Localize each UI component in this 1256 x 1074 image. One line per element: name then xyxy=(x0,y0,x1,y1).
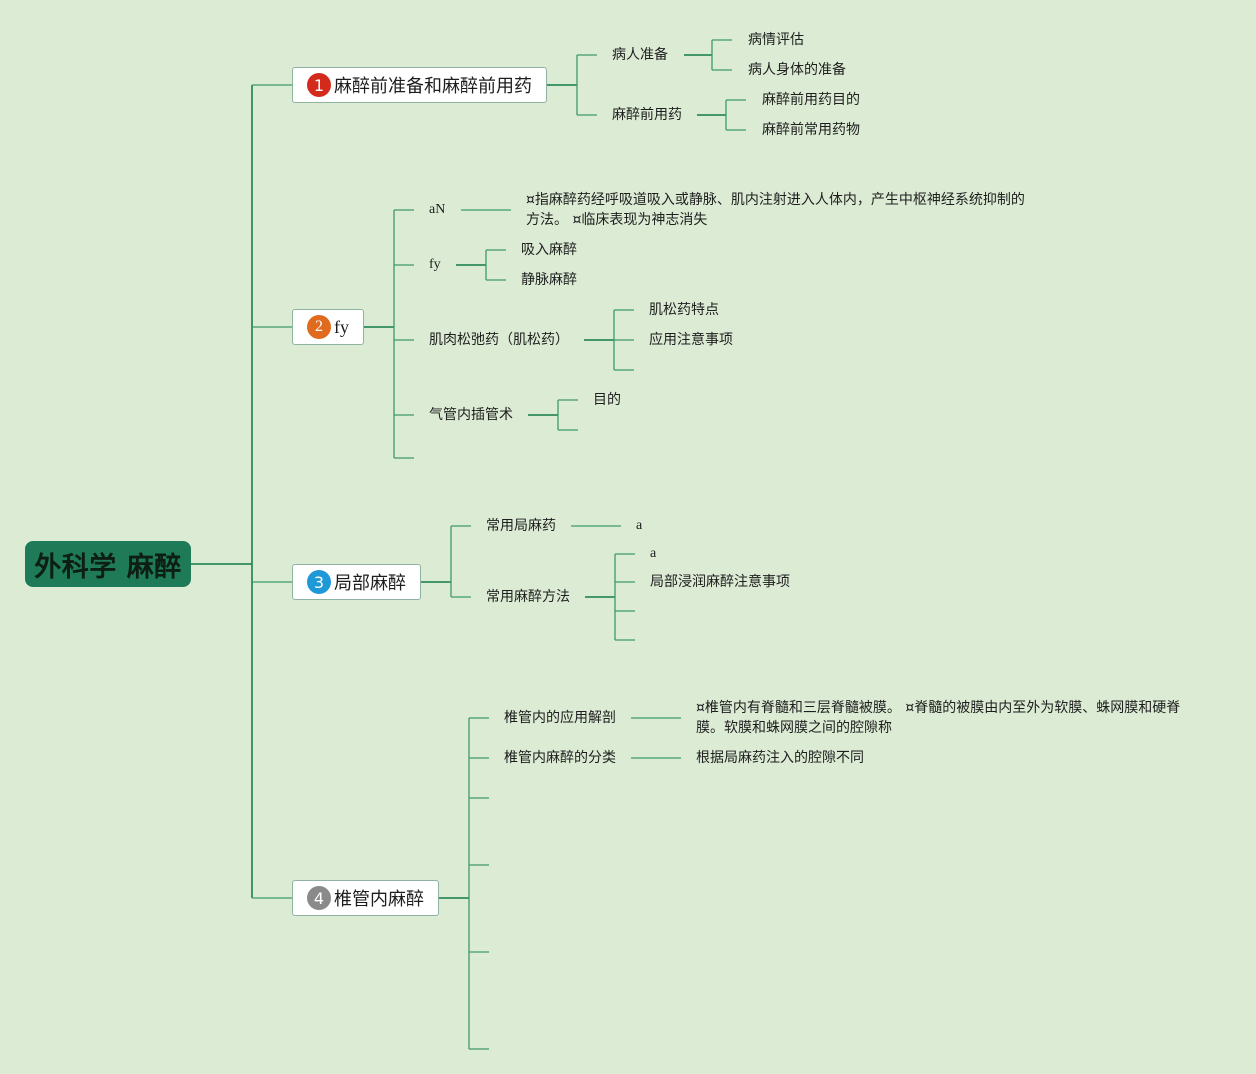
branch-topic-label: 麻醉前准备和麻醉前用药 xyxy=(334,76,532,97)
root-topic[interactable]: 外科学 麻醉 xyxy=(25,541,191,587)
note-text: ¤椎管内有脊髓和三层脊髓被膜。 ¤脊髓的被膜由内至外为软膜、蛛网膜和硬脊 膜。软… xyxy=(696,698,1216,738)
number-badge-3: 3 xyxy=(307,570,331,594)
number-badge-2: 2 xyxy=(307,315,331,339)
leaf-topic[interactable]: 目的 xyxy=(593,392,621,408)
note-line: ¤椎管内有脊髓和三层脊髓被膜。 ¤脊髓的被膜由内至外为软膜、蛛网膜和硬脊 xyxy=(696,700,1181,716)
branch-topic-3[interactable]: 3 局部麻醉 xyxy=(292,564,421,600)
leaf-topic[interactable]: 肌松药特点 xyxy=(649,302,719,318)
subtopic-fy[interactable]: fy xyxy=(429,257,441,272)
subtopic-premedication[interactable]: 麻醉前用药 xyxy=(612,107,682,123)
branch-topic-label: fy xyxy=(334,316,349,337)
subtopic-spinal-anatomy[interactable]: 椎管内的应用解剖 xyxy=(504,710,616,726)
subtopic-anesthesia-methods[interactable]: 常用麻醉方法 xyxy=(486,589,570,605)
leaf-topic[interactable]: 局部浸润麻醉注意事项 xyxy=(650,574,790,590)
subtopic-spinal-classification[interactable]: 椎管内麻醉的分类 xyxy=(504,750,616,766)
branch-topic-1[interactable]: 1 麻醉前准备和麻醉前用药 xyxy=(292,67,547,103)
leaf-topic[interactable]: 病情评估 xyxy=(748,32,804,48)
leaf-topic[interactable]: 麻醉前常用药物 xyxy=(762,122,860,138)
leaf-topic[interactable]: 病人身体的准备 xyxy=(748,62,846,78)
subtopic-intubation[interactable]: 气管内插管术 xyxy=(429,407,513,423)
note-text: ¤指麻醉药经呼吸道吸入或静脉、肌内注射进入人体内，产生中枢神经系统抑制的 方法。… xyxy=(526,190,1046,230)
leaf-topic[interactable]: a xyxy=(636,518,643,533)
branch-topic-2[interactable]: 2 fy xyxy=(292,309,364,345)
leaf-topic[interactable]: 静脉麻醉 xyxy=(521,272,577,288)
leaf-topic[interactable]: 根据局麻药注入的腔隙不同 xyxy=(696,750,864,766)
branch-topic-label: 局部麻醉 xyxy=(334,573,406,594)
branch-topic-4[interactable]: 4 椎管内麻醉 xyxy=(292,880,439,916)
subtopic-an[interactable]: aN xyxy=(429,202,446,217)
note-line: ¤指麻醉药经呼吸道吸入或静脉、肌内注射进入人体内，产生中枢神经系统抑制的 xyxy=(526,192,1025,208)
leaf-topic[interactable]: 吸入麻醉 xyxy=(521,242,577,258)
leaf-topic[interactable]: a xyxy=(650,546,657,561)
subtopic-patient-prep[interactable]: 病人准备 xyxy=(612,47,668,63)
leaf-topic[interactable]: 应用注意事项 xyxy=(649,332,733,348)
subtopic-local-anesthetics[interactable]: 常用局麻药 xyxy=(486,518,556,534)
branch-topic-label: 椎管内麻醉 xyxy=(334,889,424,910)
number-badge-4: 4 xyxy=(307,886,331,910)
subtopic-muscle-relaxant[interactable]: 肌肉松弛药（肌松药） xyxy=(429,332,569,348)
note-line: 膜。软膜和蛛网膜之间的腔隙称 xyxy=(696,720,892,736)
leaf-topic[interactable]: 麻醉前用药目的 xyxy=(762,92,860,108)
note-line: 方法。 ¤临床表现为神志消失 xyxy=(526,212,708,228)
number-badge-1: 1 xyxy=(307,73,331,97)
